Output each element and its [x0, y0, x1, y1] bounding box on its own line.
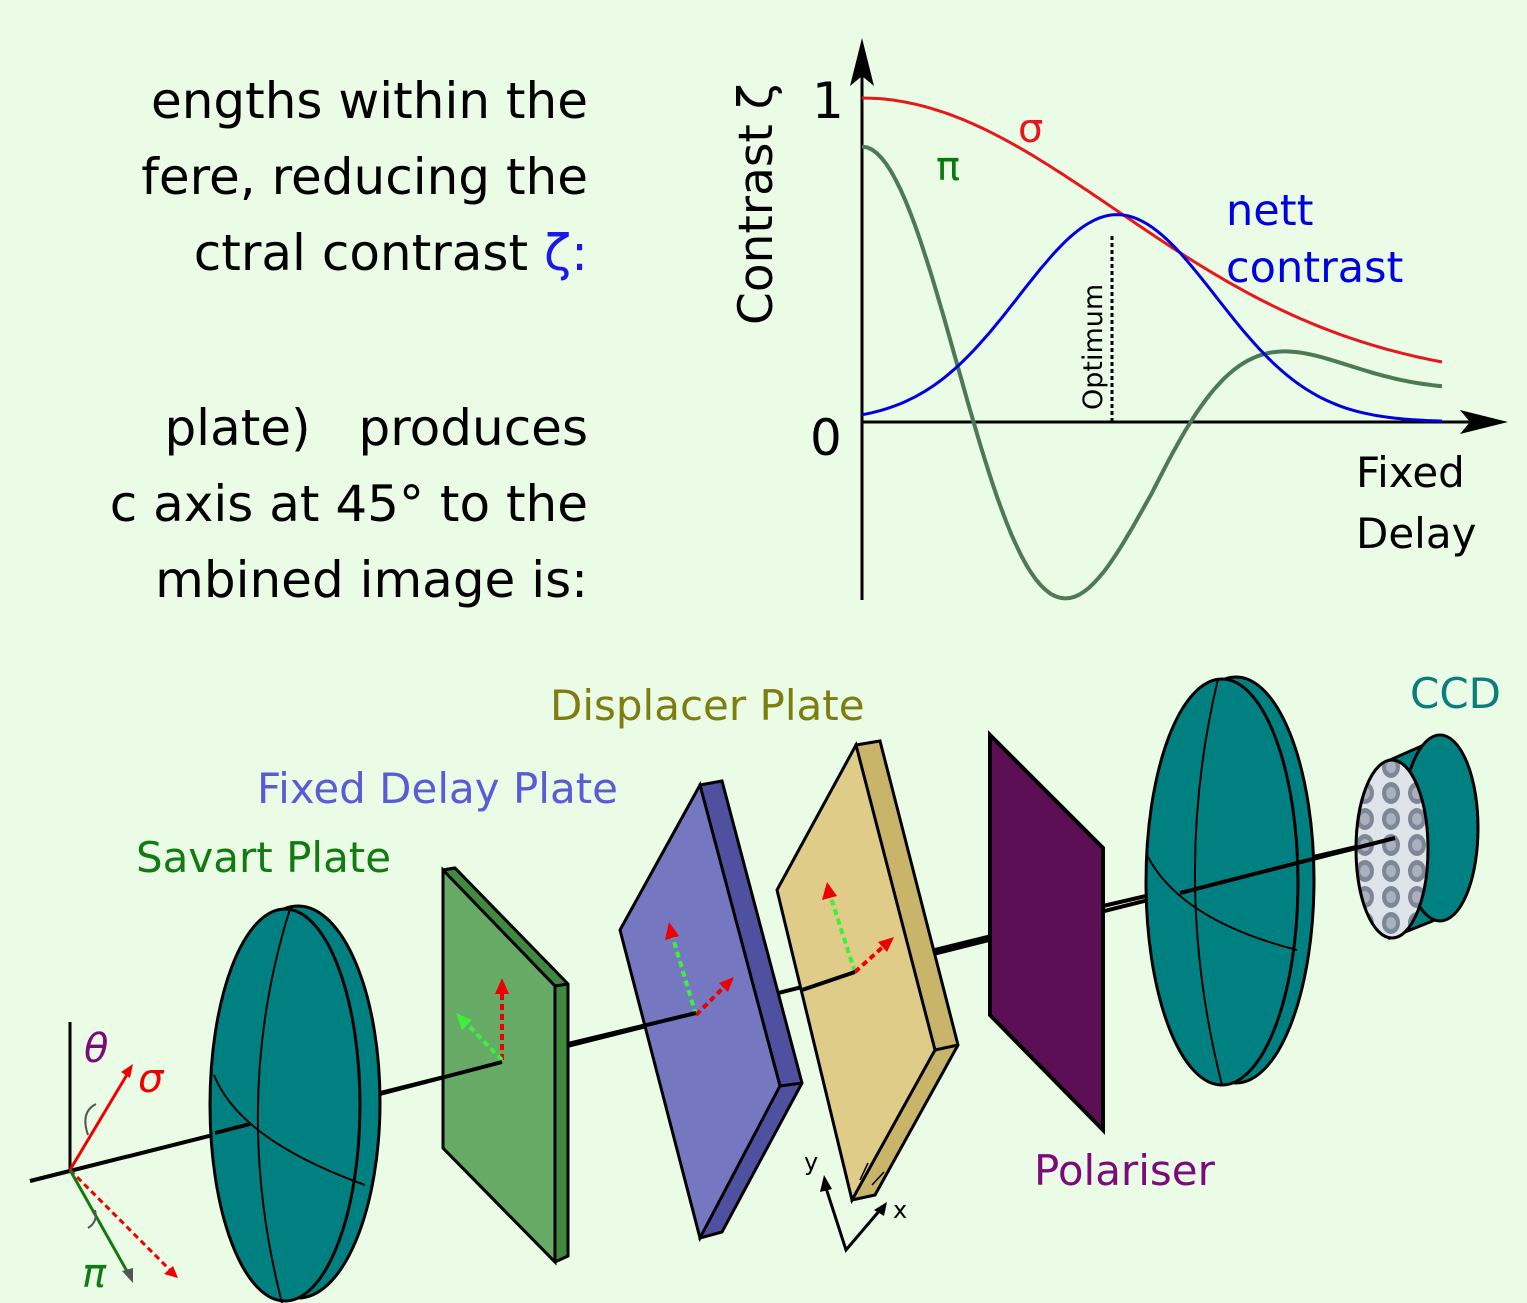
sigma-label: σ: [1018, 106, 1043, 152]
displacer-plate-label: Displacer Plate: [550, 681, 865, 730]
zeta-symbol: ζ:: [543, 224, 588, 282]
polariser-label: Polariser: [1034, 1146, 1216, 1195]
x-axis-label-line2: Delay: [1356, 509, 1476, 558]
x-axis-label: x: [893, 1196, 907, 1224]
sigma-curve: [861, 96, 1443, 364]
text-line: mbined image is:: [155, 551, 588, 609]
optical-axis-segment: [567, 1011, 697, 1046]
contrast-chart: Optimum 1 0 Contrast ζ σ π nett contrast…: [729, 38, 1508, 601]
savart-plate: [441, 866, 570, 1266]
optical-axis-segment: [214, 1122, 251, 1135]
paragraph-spectral-contrast: engths within the fere, reducing the ctr…: [0, 63, 588, 291]
optical-axis-segment: [801, 970, 856, 992]
input-polarisation-axes: [68, 1022, 178, 1283]
paragraph-displacer: plate) produces c axis at 45° to the mbi…: [0, 390, 588, 618]
y-tick-1: 1: [812, 72, 844, 130]
text-line: plate) produces: [164, 399, 588, 457]
x-axis-arrow-icon: [1460, 410, 1508, 434]
xy-axes: [820, 1175, 887, 1254]
polariser: [988, 730, 1105, 1135]
optical-axis-segment: [1339, 836, 1396, 854]
fixed-delay-plate-label: Fixed Delay Plate: [257, 764, 618, 813]
nett-label-line1: nett: [1226, 186, 1313, 236]
ccd-label: CCD: [1410, 669, 1501, 718]
y-tick-0: 0: [810, 409, 842, 467]
text-line: engths within the: [150, 72, 588, 130]
optimum-label: Optimum: [1078, 284, 1109, 410]
theta-label: θ: [84, 1026, 108, 1072]
text-line-part: ctral contrast: [193, 224, 544, 282]
y-axis-label: Contrast ζ: [729, 84, 784, 325]
pi-label: π: [936, 144, 960, 190]
pi-label: π: [82, 1251, 107, 1297]
text-line: fere, reducing the: [141, 148, 588, 206]
x-axis-label-line1: Fixed: [1356, 448, 1465, 497]
input-lens: [208, 904, 382, 1303]
ccd-camera: [1354, 733, 1480, 941]
text-line: ctral contrast ζ:: [0, 215, 588, 291]
pi-curve: [861, 144, 1443, 601]
sigma-label: σ: [138, 1056, 165, 1102]
nett-contrast-curve: [861, 213, 1443, 423]
fixed-delay-plate: [618, 779, 804, 1243]
nett-label-line2: contrast: [1226, 243, 1403, 293]
y-axis-arrow-icon: [850, 38, 874, 86]
optical-axis-segment: [379, 1060, 503, 1096]
text-line: c axis at 45° to the: [109, 475, 588, 533]
displacer-plate: [775, 739, 960, 1205]
y-axis-label: y: [804, 1148, 818, 1176]
savart-plate-label: Savart Plate: [136, 833, 391, 882]
